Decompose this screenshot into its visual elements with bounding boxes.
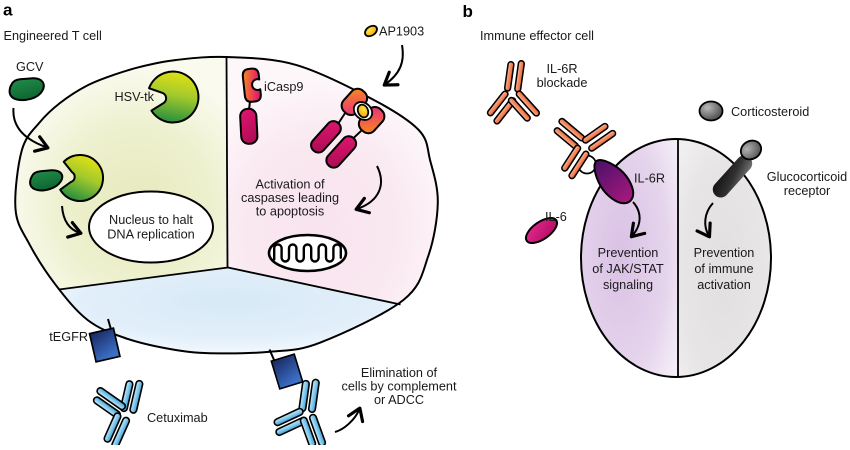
svg-text:blockade: blockade — [537, 76, 588, 90]
svg-text:iCasp9: iCasp9 — [264, 80, 304, 94]
svg-text:b: b — [463, 2, 473, 21]
svg-text:Corticosteroid: Corticosteroid — [731, 105, 809, 119]
svg-text:activation: activation — [697, 278, 751, 292]
svg-text:IL-6R: IL-6R — [546, 62, 577, 76]
svg-text:to apoptosis: to apoptosis — [256, 205, 324, 219]
svg-text:Elimination of: Elimination of — [361, 366, 438, 380]
svg-text:IL-6: IL-6 — [545, 210, 567, 224]
svg-text:Prevention: Prevention — [598, 246, 659, 260]
svg-text:receptor: receptor — [784, 184, 831, 198]
svg-text:of immune: of immune — [694, 262, 753, 276]
svg-text:Nucleus to halt: Nucleus to halt — [109, 213, 193, 227]
svg-text:Engineered T cell: Engineered T cell — [4, 29, 102, 43]
svg-text:Glucocorticoid: Glucocorticoid — [767, 170, 847, 184]
svg-text:of JAK/STAT: of JAK/STAT — [592, 262, 664, 276]
svg-text:HSV-tk: HSV-tk — [115, 90, 155, 104]
svg-text:or ADCC: or ADCC — [374, 393, 424, 407]
svg-text:a: a — [3, 1, 13, 20]
svg-text:Cetuximab: Cetuximab — [147, 411, 208, 425]
svg-text:AP1903: AP1903 — [379, 25, 424, 39]
svg-text:caspases leading: caspases leading — [241, 191, 339, 205]
svg-text:Immune effector cell: Immune effector cell — [480, 29, 594, 43]
svg-text:IL-6R: IL-6R — [634, 172, 665, 186]
svg-text:DNA replication: DNA replication — [107, 228, 194, 242]
svg-text:Activation of: Activation of — [255, 178, 325, 192]
svg-text:Prevention: Prevention — [694, 246, 755, 260]
svg-text:tEGFR: tEGFR — [49, 330, 88, 344]
svg-text:GCV: GCV — [16, 60, 44, 74]
svg-text:signaling: signaling — [603, 278, 653, 292]
svg-text:cells by complement: cells by complement — [342, 380, 457, 394]
